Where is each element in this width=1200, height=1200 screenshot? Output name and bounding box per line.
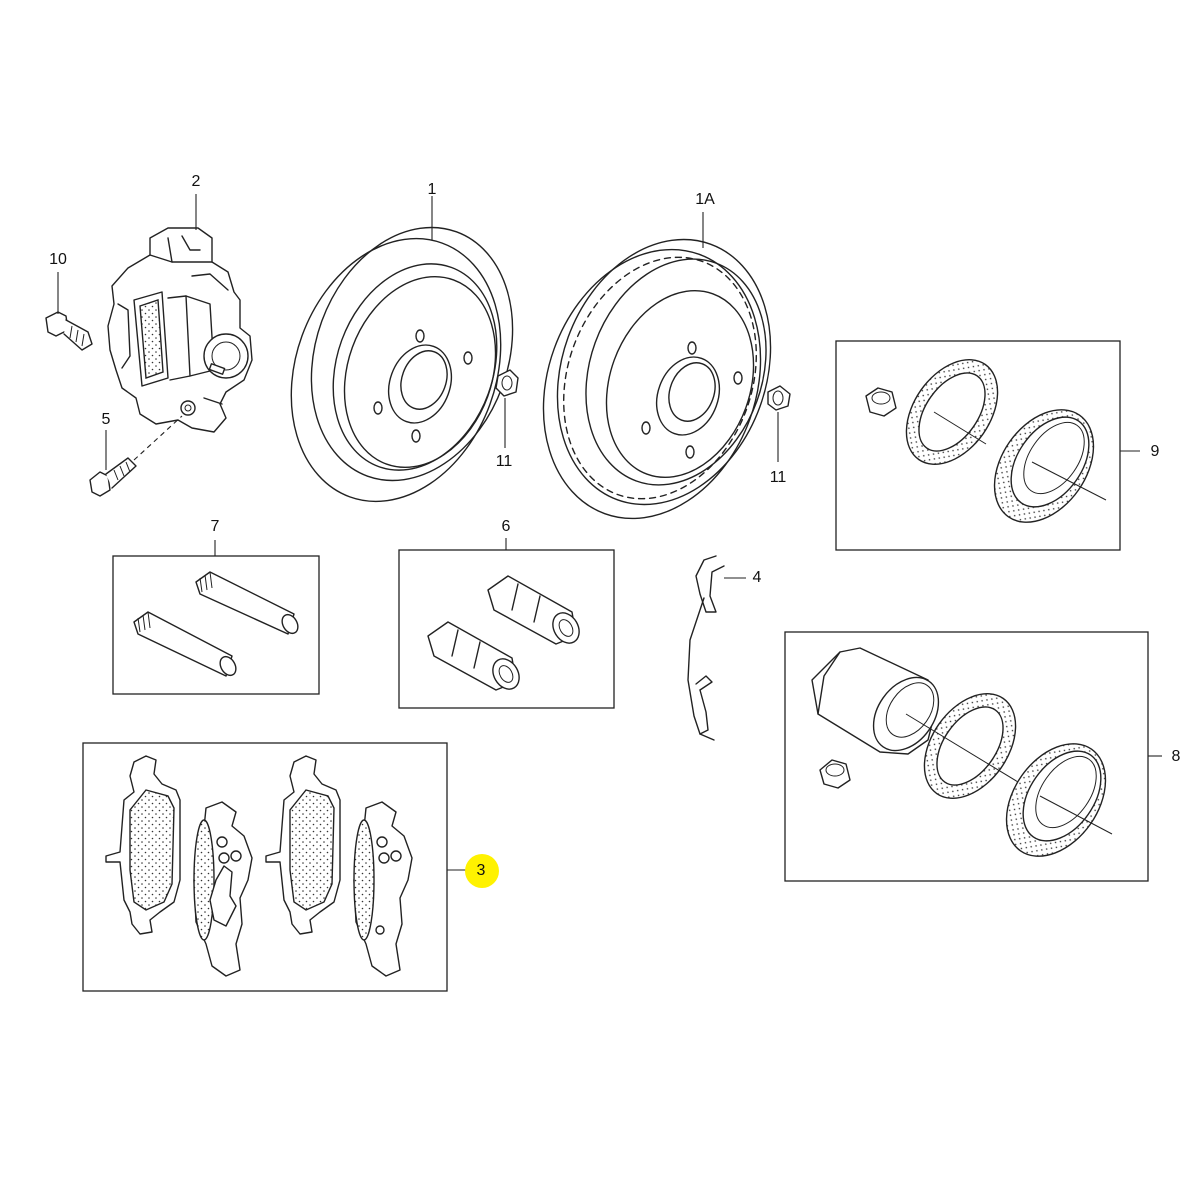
brake-disc-ventilated[interactable]	[507, 209, 806, 549]
guide-pin-kit-box	[112, 555, 320, 695]
callout-11a: 11	[496, 453, 513, 470]
callout-3-highlight	[465, 854, 499, 888]
brake-pad-set[interactable]	[105, 755, 413, 977]
callout-8: 8	[1172, 748, 1181, 765]
brake-caliper[interactable]	[107, 227, 253, 433]
callout-labels: 1 1A 2 10 5 11 11 9 7 6 4 8 3	[49, 173, 1181, 888]
piston-kit-parts[interactable]	[811, 647, 1126, 875]
callout-3[interactable]: 3	[477, 862, 486, 879]
caliper-bolt[interactable]	[45, 311, 93, 351]
bleeder-screw[interactable]	[89, 415, 183, 497]
brake-disc-solid[interactable]	[256, 199, 547, 531]
wheel-stud-nut-2[interactable]	[767, 385, 791, 411]
seal-kit-parts[interactable]	[865, 343, 1114, 541]
callout-9: 9	[1151, 443, 1160, 460]
wheel-stud-nut-1[interactable]	[495, 369, 519, 397]
guide-sleeve-kit-parts[interactable]	[427, 575, 584, 694]
wear-indicator-wire[interactable]	[687, 555, 725, 741]
seal-kit-box	[835, 340, 1121, 551]
callout-4: 4	[753, 569, 762, 586]
brake-pad-set-box	[82, 742, 448, 992]
callout-1a: 1A	[695, 191, 715, 208]
callout-1: 1	[428, 181, 437, 198]
callout-11b: 11	[770, 469, 787, 486]
guide-pin-kit-parts[interactable]	[133, 571, 301, 678]
callout-10: 10	[49, 251, 67, 268]
callout-6: 6	[502, 518, 511, 535]
callout-7: 7	[211, 518, 220, 535]
callout-5: 5	[102, 411, 111, 428]
callout-2: 2	[192, 173, 201, 190]
leader-lines	[57, 194, 1162, 871]
